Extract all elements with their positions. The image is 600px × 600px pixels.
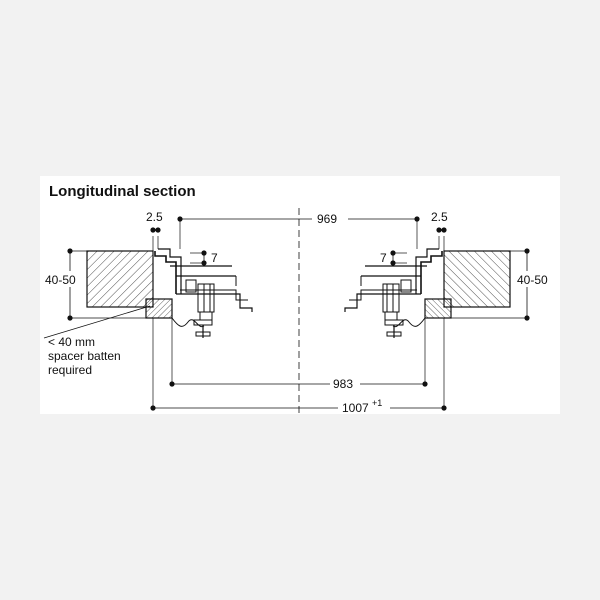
dim-top-width: 969 (317, 212, 337, 226)
note-line-3: required (48, 363, 92, 377)
dim-outer-width: 1007 (342, 401, 369, 415)
dim-gap-left: 2.5 (146, 210, 163, 224)
section-title: Longitudinal section (49, 183, 196, 200)
note-leader (43, 305, 151, 339)
note-line-1: < 40 mm (48, 335, 95, 349)
dim-flange-right: 7 (380, 251, 387, 265)
dim-inner-width: 983 (333, 377, 353, 391)
note-line-2: spacer batten (48, 349, 121, 363)
dim-gap-right: 2.5 (431, 210, 448, 224)
dim-thickness-left: 40-50 (45, 273, 76, 287)
dim-outer-tolerance: +1 (372, 398, 382, 408)
dim-thickness-right: 40-50 (517, 273, 548, 287)
dim-flange-left: 7 (211, 251, 218, 265)
left-section (67, 216, 253, 411)
right-section (344, 216, 530, 411)
